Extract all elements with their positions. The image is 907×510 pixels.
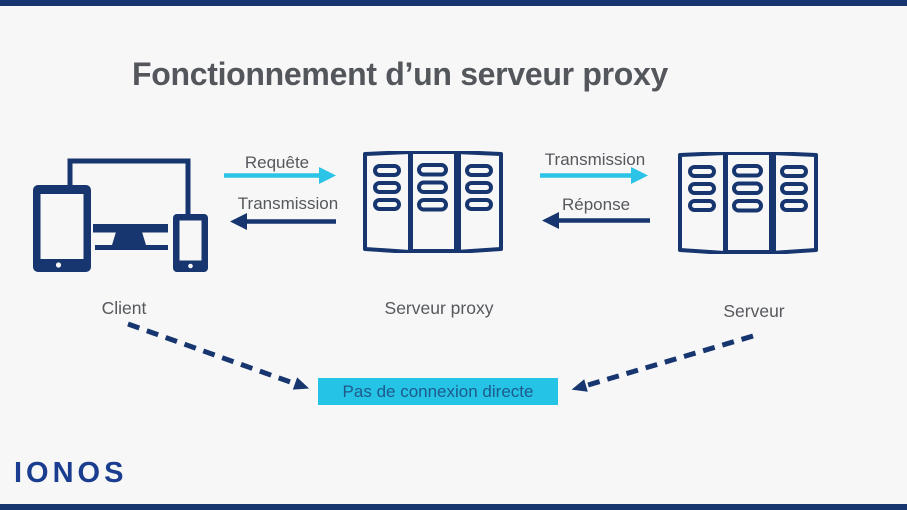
bottom-brand-bar: [0, 504, 907, 510]
top-brand-bar: [0, 0, 907, 6]
dashed-arrow-client-to-box: [127, 321, 310, 390]
response-label: Réponse: [561, 195, 631, 214]
transmission-to-client-arrow: [230, 213, 336, 230]
client-label: Client: [101, 298, 147, 318]
transmission-to-server-label: Transmission: [544, 150, 646, 169]
server-rack-icon: [363, 151, 503, 253]
dashed-arrow-server-to-box: [571, 333, 754, 392]
server-rack-icon: [678, 152, 818, 254]
transmission-to-client-label: Transmission: [237, 194, 339, 213]
request-label: Requête: [244, 153, 310, 172]
client-devices-icon: [33, 158, 208, 272]
no-direct-connection-label: Pas de connexion directe: [342, 381, 534, 401]
page-title: Fonctionnement d’un serveur proxy: [132, 56, 668, 92]
ionos-logo: IONOS: [14, 457, 128, 489]
server-label: Serveur: [723, 301, 785, 321]
no-direct-connection-box: Pas de connexion directe: [318, 378, 558, 405]
proxy-label: Serveur proxy: [384, 298, 494, 318]
